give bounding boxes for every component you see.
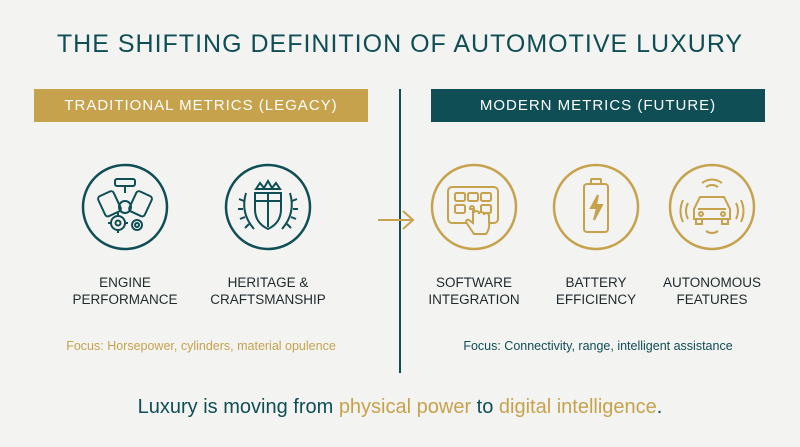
arrow-right-icon: [378, 210, 415, 230]
engine-icon: [81, 163, 169, 251]
tablet-touch-icon: [430, 163, 518, 251]
label-engine-performance: ENGINE PERFORMANCE: [72, 275, 178, 307]
future-banner: MODERN METRICS (FUTURE): [431, 89, 765, 122]
page-title: THE SHIFTING DEFINITION OF AUTOMOTIVE LU…: [56, 30, 744, 58]
future-focus-text: Focus: Connectivity, range, intelligent …: [463, 339, 733, 353]
battery-icon: [552, 163, 640, 251]
legacy-banner: TRADITIONAL METRICS (LEGACY): [34, 89, 368, 122]
footer-statement: Luxury is moving from physical power to …: [137, 396, 663, 418]
label-software-integration: SOFTWARE INTEGRATION: [428, 275, 520, 307]
label-heritage-craftsmanship: HERITAGE & CRAFTSMANSHIP: [210, 275, 326, 307]
legacy-focus-text: Focus: Horsepower, cylinders, material o…: [66, 339, 336, 353]
crest-icon: [224, 163, 312, 251]
autonomous-car-icon: [668, 163, 756, 251]
label-autonomous-features: AUTONOMOUS FEATURES: [662, 275, 761, 307]
center-divider: [399, 89, 401, 373]
label-battery-efficiency: BATTERY EFFICIENCY: [555, 275, 637, 307]
